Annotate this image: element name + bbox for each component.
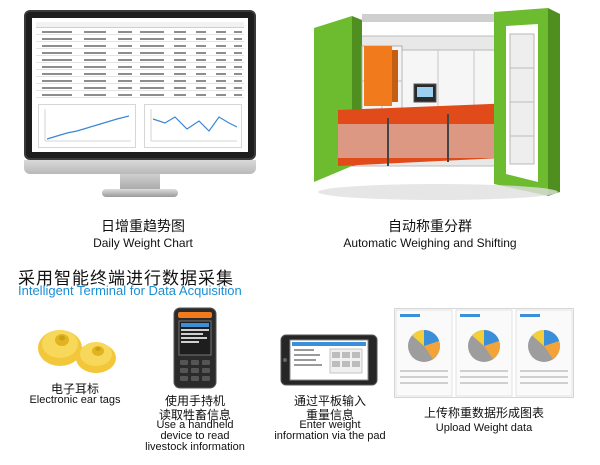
weight-report-image [394,308,574,398]
ear-tags-image [34,318,120,378]
section-heading-cn: 采用智能终端进行数据采集 [18,269,234,288]
table-row [36,93,244,98]
tablet-caption-cn-1: 通过平板输入 [293,394,366,408]
table-row [36,58,244,63]
daily-chart-caption-en: Daily Weight Chart [93,236,193,250]
upload-caption-cn: 上传称重数据形成图表 [423,406,544,420]
handheld-caption-cn-2: 读取牲畜信息 [158,408,231,422]
table-row [36,44,244,49]
upload-caption-en: Upload Weight data [435,422,533,434]
monitor-stand [120,174,160,190]
table-row [36,65,244,70]
monitor-image [24,10,256,198]
handheld-caption-en-1: Use a handheld [156,419,234,431]
monitor-base [102,189,178,197]
daily-chart-caption-cn: 日增重趋势图 [101,218,185,234]
handheld-caption-cn-1: 使用手持机 [164,394,225,408]
tablet-image [280,334,378,386]
tablet-caption-cn-2: 重量信息 [305,408,354,422]
tablet-caption-en-1: Enter weight [299,419,361,431]
table-row [36,51,244,56]
table-header [36,22,244,28]
auto-weigh-caption-cn: 自动称重分群 [388,218,472,234]
tablet-caption-en-2: information via the pad [274,430,386,442]
auto-weigh-caption-en: Automatic Weighing and Shifting [343,236,517,250]
section-heading-en: Intelligent Terminal for Data Acquisitio… [18,283,242,298]
table-row [36,37,244,42]
ear-tags-caption-en: Electronic ear tags [29,394,121,406]
handheld-caption-en-2: device to read [160,430,230,442]
weighing-machine-image [298,6,572,204]
table-row [36,86,244,91]
handheld-device-image [172,306,218,390]
monitor-chin [24,160,256,174]
table-row [36,79,244,84]
trend-chart-right [144,104,242,148]
handheld-caption-en-3: livestock information [145,441,245,453]
monitor-screen [32,18,248,152]
ear-tags-caption-cn: 电子耳标 [50,382,99,396]
monitor-frame [24,10,256,160]
table-row [36,72,244,77]
trend-chart-left [38,104,136,148]
table-row [36,30,244,35]
